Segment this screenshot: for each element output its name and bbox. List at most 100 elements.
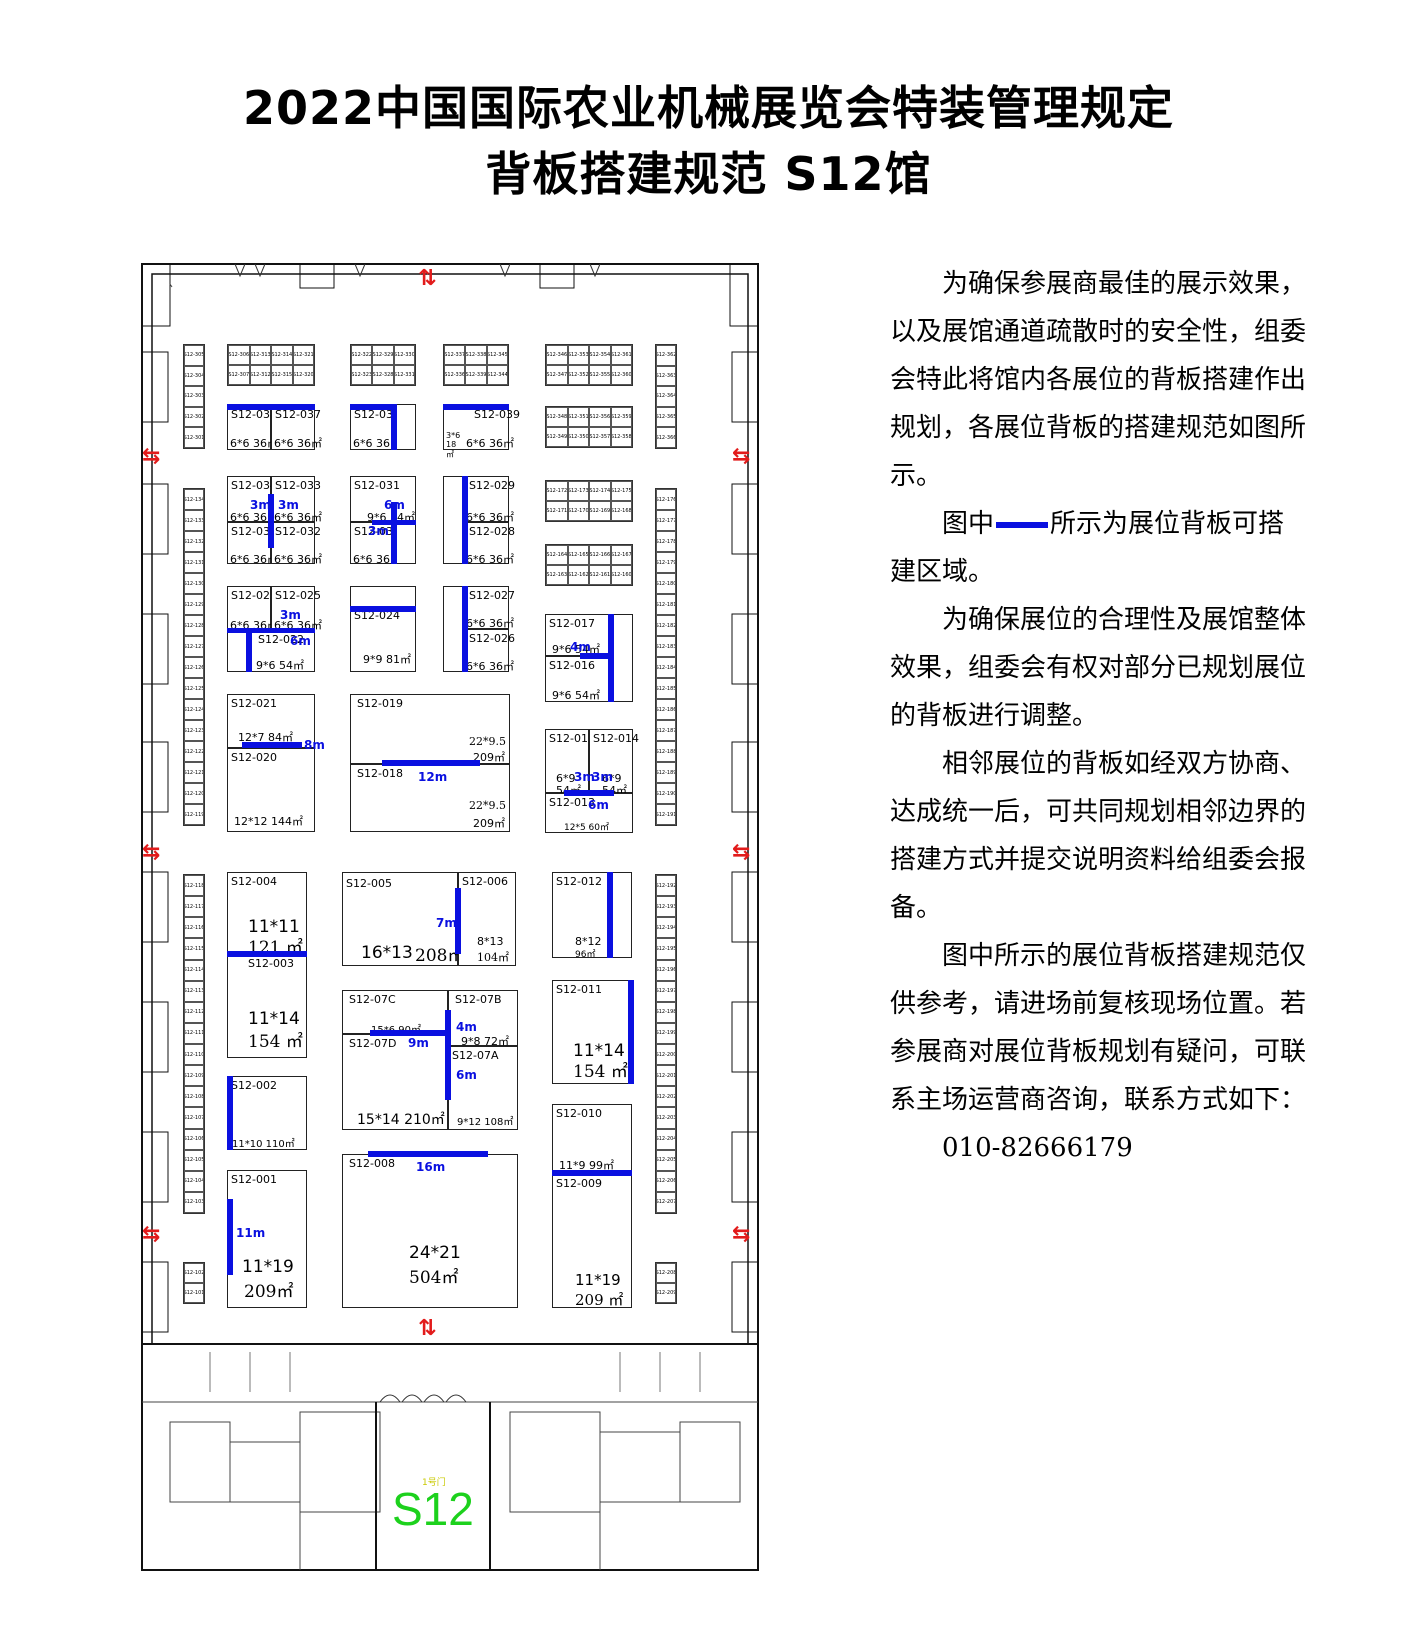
panel-length: 4m: [570, 640, 591, 654]
exit-arrow-icon: ⇅: [418, 1316, 437, 1341]
panel-bar: [455, 888, 461, 954]
panel-length: 16m: [416, 1160, 446, 1174]
paragraph-5: 图中所示的展位背板搭建规范仅供参考，请进场前复核现场位置。若参展商对展位背板规划…: [890, 941, 1307, 1115]
panel-bar: [564, 790, 614, 796]
panel-bar: [445, 1010, 451, 1100]
panel-legend-line: [996, 522, 1049, 528]
hall-label: S12: [392, 1483, 474, 1535]
exit-arrow-icon: ⇆: [732, 444, 751, 469]
panel-bar: [268, 494, 274, 548]
panel-length: 7m: [436, 916, 457, 930]
panel-bar: [350, 606, 416, 612]
entrance-label: 1号门: [422, 1478, 446, 1488]
hall-walls: [141, 263, 759, 1571]
panel-length: 4m: [456, 1020, 477, 1034]
paragraph-3: 为确保展位的合理性及展馆整体效果，组委会有权对部分已规划展位的背板进行调整。: [890, 605, 1307, 731]
panel-bar: [628, 980, 634, 1084]
paragraph-4: 相邻展位的背板如经双方协商、达成统一后，可共同规划相邻边界的搭建方式并提交说明资…: [890, 749, 1307, 923]
panel-bar: [462, 476, 468, 564]
panel-bar: [552, 1170, 632, 1176]
exit-arrow-icon: ⇆: [732, 1222, 751, 1247]
panel-bar: [372, 520, 416, 525]
panel-bar: [608, 614, 614, 702]
exit-arrow-icon: ⇅: [418, 266, 437, 291]
paragraph-2-start: 图中: [942, 509, 995, 539]
panel-length: 3m: [574, 770, 595, 784]
panel-length: 3m: [368, 524, 389, 538]
panel-length: 9m: [408, 1036, 429, 1050]
panel-length: 3m: [592, 770, 613, 784]
panel-bar: [391, 502, 397, 564]
panel-length: 3m: [250, 498, 271, 512]
exit-arrow-icon: ⇆: [142, 444, 161, 469]
panel-length: 6m: [290, 634, 311, 648]
exit-arrow-icon: ⇆: [732, 840, 751, 865]
panel-length: 8m: [304, 738, 325, 752]
panel-bar: [350, 404, 394, 410]
panel-bar: [242, 742, 302, 748]
panel-bar: [382, 760, 480, 766]
paragraph-2-end: 所示为展位背板可搭建区域。: [890, 509, 1285, 587]
booth-S12-07C: S12-07C15*6 90㎡: [342, 990, 448, 1036]
panel-length: 6m: [588, 798, 609, 812]
panel-bar: [580, 653, 610, 659]
panel-bar: [227, 1199, 233, 1275]
panel-bar: [227, 1076, 233, 1150]
exit-arrow-icon: ⇆: [142, 840, 161, 865]
panel-bar: [227, 628, 315, 633]
panel-bar: [391, 404, 397, 450]
paragraph-1: 为确保参展商最佳的展示效果，以及展馆通道疏散时的安全性，组委会特此将馆内各展位的…: [890, 269, 1307, 491]
panel-bar: [443, 404, 509, 410]
panel-bar: [370, 1030, 450, 1036]
booth-S12-332: [394, 404, 416, 450]
panel-length: 12m: [418, 770, 448, 784]
panel-length: 3m: [280, 608, 301, 622]
title-line-1: 2022中国国际农业机械展览会特装管理规定: [242, 81, 1175, 135]
panel-length: 6m: [384, 498, 405, 512]
panel-length: 6m: [456, 1068, 477, 1082]
panel-bar: [227, 404, 315, 410]
